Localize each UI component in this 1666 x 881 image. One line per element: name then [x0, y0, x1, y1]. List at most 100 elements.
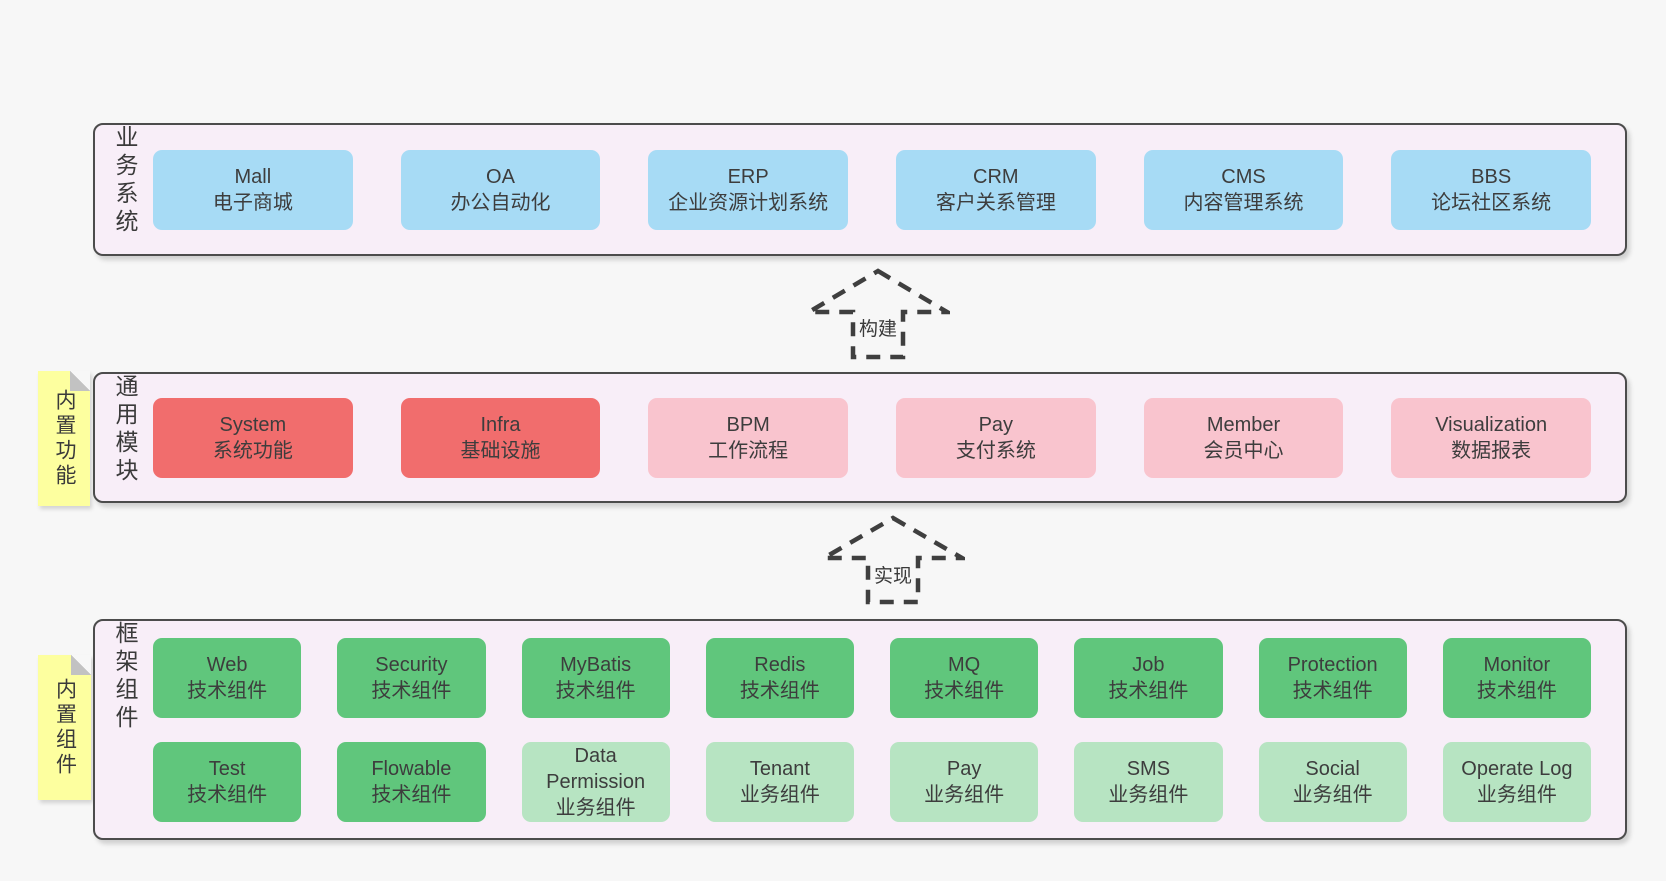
business-boxes: Mall 电子商城 OA 办公自动化 ERP 企业资源计划系统 CRM 客户关系…	[153, 125, 1591, 254]
sticky-note-built-in-features: 内置功能	[38, 371, 90, 506]
box-subtitle: 客户关系管理	[935, 191, 1056, 214]
sticky-text: 内置组件	[53, 677, 77, 778]
box-subtitle: 技术组件	[924, 679, 1005, 702]
box-mall: Mall 电子商城	[153, 149, 353, 230]
box-subtitle: 业务组件	[739, 783, 820, 806]
box-title: Visualization	[1435, 413, 1548, 436]
box-subtitle: 技术组件	[1108, 679, 1189, 702]
box-subtitle: 技术组件	[187, 679, 268, 702]
arrow-label: 构建	[858, 319, 897, 340]
box-subtitle: 论坛社区系统	[1431, 191, 1552, 214]
box-data-permission: Data Permission 业务组件	[521, 741, 670, 822]
box-subtitle: 会员中心	[1203, 439, 1284, 462]
box-title: MQ	[948, 653, 981, 676]
box-sms: SMS 业务组件	[1074, 741, 1223, 822]
box-title: CMS	[1221, 165, 1266, 188]
implement-arrow: 实现	[821, 515, 965, 605]
box-title: Data Permission	[546, 744, 646, 793]
component-boxes: Web 技术组件 Security 技术组件 MyBatis 技术组件 Redi…	[153, 621, 1591, 838]
box-subtitle: 技术组件	[187, 783, 268, 806]
box-bpm: BPM 工作流程	[648, 397, 848, 478]
box-title: Operate Log	[1461, 757, 1573, 780]
box-subtitle: 技术组件	[371, 783, 452, 806]
box-subtitle: 技术组件	[555, 679, 636, 702]
box-subtitle: 技术组件	[1292, 679, 1373, 702]
common-modules-section: 通用模块 System 系统功能 Infra 基础设施 BPM 工作流程 Pay…	[93, 372, 1627, 503]
box-subtitle: 业务组件	[1108, 783, 1189, 806]
box-title: MyBatis	[560, 653, 632, 676]
box-title: SMS	[1126, 757, 1171, 780]
box-subtitle: 业务组件	[1292, 783, 1373, 806]
box-bbs: BBS 论坛社区系统	[1391, 149, 1591, 230]
box-title: Test	[208, 757, 246, 780]
box-title: Redis	[754, 653, 806, 676]
business-systems-section: 业务系统 Mall 电子商城 OA 办公自动化 ERP 企业资源计划系统 CRM…	[93, 123, 1627, 256]
module-boxes: System 系统功能 Infra 基础设施 BPM 工作流程 Pay 支付系统…	[153, 374, 1591, 501]
box-crm: CRM 客户关系管理	[896, 149, 1096, 230]
box-title: Security	[375, 653, 448, 676]
box-infra: Infra 基础设施	[400, 397, 601, 478]
box-title: Job	[1132, 653, 1165, 676]
box-title: BPM	[726, 413, 770, 436]
box-title: Member	[1206, 413, 1281, 436]
box-title: OA	[486, 165, 515, 188]
box-erp: ERP 企业资源计划系统	[648, 149, 848, 230]
arrow-label: 实现	[873, 566, 912, 587]
box-title: ERP	[727, 165, 769, 188]
box-title: Infra	[480, 413, 521, 436]
sticky-fold-corner	[70, 371, 90, 391]
box-subtitle: 业务组件	[555, 796, 636, 819]
box-pay-system: Pay 支付系统	[896, 397, 1096, 478]
box-title: Pay	[946, 757, 982, 780]
box-cms: CMS 内容管理系统	[1143, 149, 1344, 230]
box-monitor: Monitor 技术组件	[1442, 637, 1591, 718]
components-section-label: 框架组件	[112, 621, 138, 733]
box-operate-log: Operate Log 业务组件	[1442, 741, 1591, 822]
box-subtitle: 技术组件	[371, 679, 452, 702]
box-title: CRM	[973, 165, 1019, 188]
box-title: System	[219, 413, 287, 436]
box-mybatis: MyBatis 技术组件	[521, 637, 670, 718]
box-subtitle: 数据报表	[1451, 439, 1532, 462]
box-subtitle: 业务组件	[1476, 783, 1557, 806]
box-mq: MQ 技术组件	[890, 637, 1039, 718]
modules-section-label: 通用模块	[112, 374, 138, 486]
business-section-label: 业务系统	[112, 125, 138, 237]
box-title: Monitor	[1483, 653, 1551, 676]
framework-components-section: 框架组件 Web 技术组件 Security 技术组件 MyBatis 技术组件…	[93, 619, 1627, 840]
box-social: Social 业务组件	[1258, 741, 1407, 822]
box-oa: OA 办公自动化	[400, 149, 601, 230]
box-subtitle: 系统功能	[212, 439, 293, 462]
box-subtitle: 技术组件	[1476, 679, 1557, 702]
box-title: Flowable	[371, 757, 452, 780]
box-test: Test 技术组件	[153, 741, 302, 822]
box-subtitle: 基础设施	[460, 439, 541, 462]
box-redis: Redis 技术组件	[705, 637, 854, 718]
box-title: BBS	[1471, 165, 1512, 188]
box-title: Pay	[978, 413, 1014, 436]
box-system: System 系统功能	[153, 397, 353, 478]
box-title: Web	[206, 653, 248, 676]
box-job: Job 技术组件	[1074, 637, 1223, 718]
box-subtitle: 工作流程	[708, 439, 789, 462]
box-title: Social	[1305, 757, 1360, 780]
box-pay-component: Pay 业务组件	[890, 741, 1039, 822]
box-security: Security 技术组件	[337, 637, 486, 718]
box-subtitle: 内容管理系统	[1183, 191, 1304, 214]
build-arrow: 构建	[806, 268, 950, 360]
up-arrow-icon	[806, 268, 950, 360]
up-arrow-icon	[821, 515, 965, 605]
box-subtitle: 电子商城	[212, 191, 293, 214]
box-subtitle: 支付系统	[955, 439, 1036, 462]
box-web: Web 技术组件	[153, 637, 302, 718]
box-subtitle: 业务组件	[924, 783, 1005, 806]
box-subtitle: 企业资源计划系统	[668, 191, 829, 214]
box-protection: Protection 技术组件	[1258, 637, 1407, 718]
box-subtitle: 办公自动化	[450, 191, 551, 214]
box-title: Tenant	[749, 757, 810, 780]
box-title: Mall	[234, 165, 272, 188]
box-tenant: Tenant 业务组件	[705, 741, 854, 822]
box-flowable: Flowable 技术组件	[337, 741, 486, 822]
box-visualization: Visualization 数据报表	[1391, 397, 1591, 478]
